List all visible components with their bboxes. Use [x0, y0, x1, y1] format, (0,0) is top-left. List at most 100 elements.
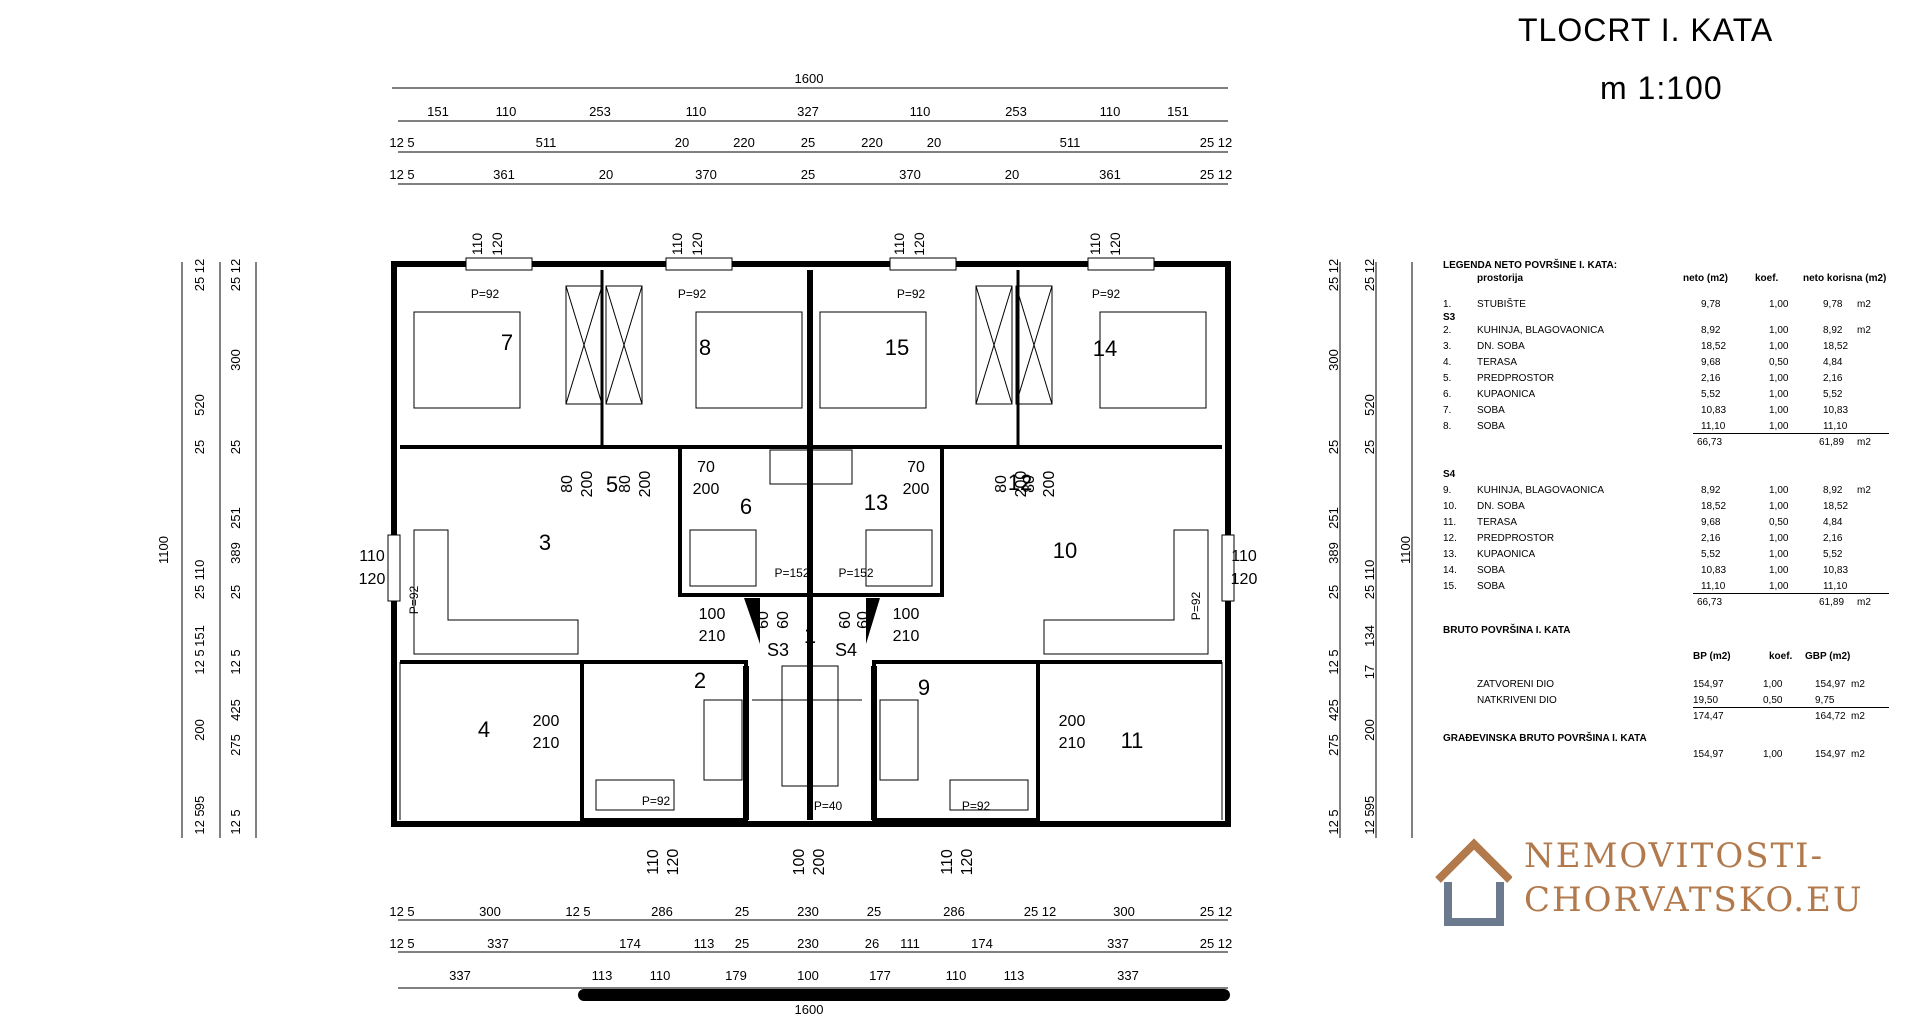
legend-cell: 11,10	[1823, 421, 1848, 432]
dim-top-row2: 511	[536, 135, 557, 150]
dim-top-row1: 110	[496, 104, 517, 119]
window-label: P=152	[838, 566, 873, 580]
legend-cell: KUHINJA, BLAGOVAONICA	[1477, 325, 1605, 336]
legend-cell: m2	[1857, 325, 1871, 336]
legend-cell: 2,16	[1823, 373, 1843, 384]
dim-top-row2: 20	[675, 135, 689, 150]
legend-cell: 2.	[1443, 325, 1452, 336]
legend-cell: m2	[1851, 711, 1865, 722]
opening-width: 70	[697, 459, 715, 476]
legend-cell: SOBA	[1477, 421, 1505, 432]
dim-right-outer: 17	[1362, 665, 1377, 679]
legend-cell: 5,52	[1823, 549, 1843, 560]
gross-columns: BP (m2)koef.GBP (m2)	[1443, 649, 1903, 665]
dim-bottom-row2: 337	[487, 936, 509, 951]
legend-cell: 13.	[1443, 549, 1457, 560]
legend-cell: 1,00	[1769, 565, 1789, 576]
window-label: P=92	[1092, 287, 1121, 301]
legend-cell: 154,97	[1815, 679, 1846, 690]
legend-cell: 2,16	[1701, 373, 1721, 384]
dim-bottom-row2: 26	[865, 936, 879, 951]
dim-bottom-row2: 230	[797, 936, 819, 951]
opening-height: 200	[579, 471, 596, 498]
legend-cell: 1,00	[1769, 325, 1789, 336]
dim-bottom-row1: 12 5	[389, 904, 414, 919]
dim-top-row3: 25	[801, 167, 815, 182]
window-label: P=92	[642, 794, 671, 808]
dim-left-inner: 425	[228, 699, 243, 721]
opening-height: 210	[1059, 735, 1086, 752]
opening-width: 110	[469, 233, 485, 256]
dim-right-inner: 12 5	[1326, 809, 1341, 834]
room-number: 14	[1093, 336, 1117, 361]
dim-bottom-row1: 300	[1113, 904, 1135, 919]
dim-bottom-row3: 113	[592, 968, 613, 983]
legend-cell: 15.	[1443, 581, 1457, 592]
opening-height: 200	[1013, 471, 1030, 498]
room-number: 1	[804, 623, 816, 648]
legend-cell: 1,00	[1769, 421, 1789, 432]
legend-cell: m2	[1857, 597, 1871, 608]
legend-cell: 154,97	[1693, 679, 1724, 690]
base-bar	[578, 989, 1230, 1001]
legend-cell: neto korisna (m2)	[1803, 273, 1887, 284]
dim-left-inner: 389	[228, 542, 243, 564]
dim-top-row3: 25 12	[1200, 167, 1233, 182]
dim-bottom-row1: 25	[735, 904, 749, 919]
dim-top-total: 1600	[795, 71, 824, 86]
dim-top-row2: 20	[927, 135, 941, 150]
legend-cell: 4,84	[1823, 357, 1843, 368]
opening-height: 120	[359, 571, 386, 588]
legend-cell: 9,68	[1701, 517, 1721, 528]
dim-right-outer: 110	[1362, 560, 1377, 581]
legend-cell: 1,00	[1769, 581, 1789, 592]
legend-cell: 9,75	[1815, 695, 1835, 706]
room-number: 15	[885, 335, 909, 360]
dim-bottom-row3: 110	[650, 968, 671, 983]
window-label: P=92	[1189, 591, 1203, 620]
dim-left-outer: 200	[192, 719, 207, 741]
dim-top-row1: 253	[589, 104, 611, 119]
opening-width: 100	[893, 606, 920, 623]
legend-cell: GRAĐEVINSKA BRUTO POVRŠINA I. KATA	[1443, 733, 1647, 744]
dim-left-total: 1100	[156, 536, 171, 564]
legend-cell: 19,50	[1693, 695, 1719, 706]
dim-bottom-row1: 25 12	[1200, 904, 1233, 919]
building-heading: GRAĐEVINSKA BRUTO POVRŠINA I. KATA	[1443, 731, 1903, 747]
legend-cell: PREDPROSTOR	[1477, 533, 1555, 544]
dim-right-inner: 12 5	[1326, 649, 1341, 674]
legend-cell: 6.	[1443, 389, 1452, 400]
dim-top-row3: 361	[1099, 167, 1121, 182]
legend-cell: 10,83	[1701, 565, 1727, 576]
legend-cell: 1,00	[1769, 485, 1789, 496]
legend-cell: 174,47	[1693, 711, 1724, 722]
window-label: P=152	[774, 566, 809, 580]
room-number: 3	[539, 530, 551, 555]
dim-left-outer: 95	[192, 796, 207, 810]
legend-cell: LEGENDA NETO POVRŠINE I. KATA:	[1443, 260, 1618, 271]
dim-top-row2: 25 12	[1200, 135, 1233, 150]
opening-width: 100	[699, 606, 726, 623]
legend-cell: 7.	[1443, 405, 1452, 416]
legend-cell: 11,10	[1701, 581, 1726, 592]
opening-width: 110	[669, 233, 685, 256]
legend-cell: 1,00	[1769, 389, 1789, 400]
legend-cell: 10,83	[1823, 405, 1849, 416]
legend-cell: m2	[1851, 749, 1865, 760]
legend-cell: 5,52	[1823, 389, 1843, 400]
legend-cell: m2	[1857, 299, 1871, 310]
opening-height: 120	[1231, 571, 1258, 588]
opening-height: 120	[1107, 232, 1123, 256]
